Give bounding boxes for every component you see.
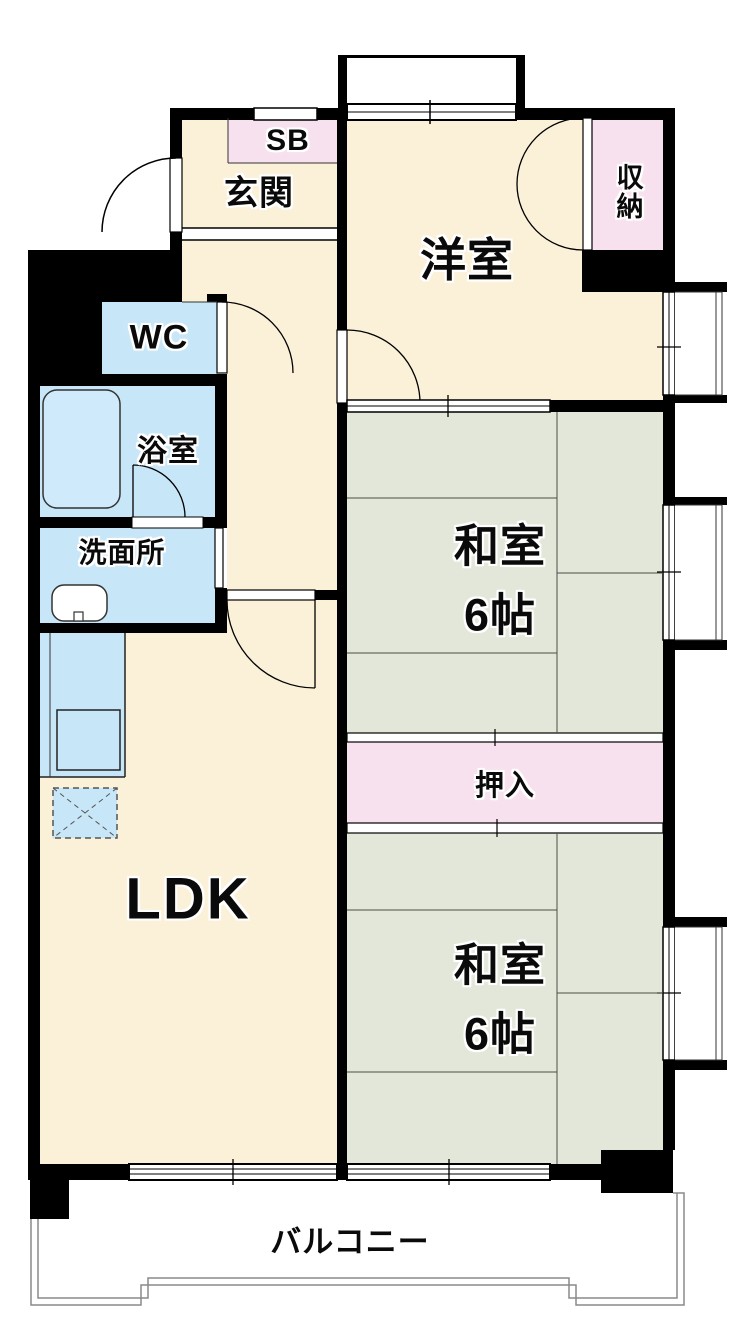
wall-right-mid2 [663,650,675,917]
label-closet: 押入 [474,770,536,802]
ledge-bay1-bottom [663,395,727,403]
wall-storage-bottom-block [582,250,675,292]
wall-wc-top-frame [207,294,227,302]
wall-bath-hall [215,386,227,517]
bay-window-right-3 [657,926,723,1061]
wall-right-lower [663,1070,675,1150]
ledge-bay2-top [663,497,727,505]
wall-left-upper [170,108,182,158]
room-wc [102,302,217,374]
wall-bottom-right [550,1164,601,1180]
wall-top-3 [516,108,675,120]
wall-bottom-mid [337,1164,347,1180]
wall-corner-bottom-left [30,1180,69,1219]
bay-window-top-interior [347,58,516,104]
wall-bay-top-left [338,55,347,108]
label-storage: 収納 [612,163,643,221]
wall-void-top [28,250,182,302]
wall-top-1 [172,108,254,120]
wall-hall-vertical-main [337,403,347,1172]
label-balcony: バルコニー [270,1224,430,1260]
bay-window-right-2 [657,504,723,641]
label-japanese-lower: 和室 [453,939,547,991]
washroom-door [214,527,224,589]
room-japanese-lower [347,833,663,1164]
wall-bay-top-right [516,55,525,108]
bay-window-right-1 [657,291,723,396]
entrance-door [101,157,183,233]
wall-corner-bottom-right [601,1150,673,1193]
label-japanese-lower-size: 6帖 [463,1008,537,1060]
label-entrance: 玄関 [224,174,294,213]
ledge-bay1-top [675,282,727,292]
label-bathroom: 浴室 [137,435,199,468]
wall-right-upper [663,118,675,250]
room-hallway [227,302,337,590]
wall-ldk-door-chunk [315,590,337,600]
wall-below-wc [102,374,227,386]
ledge-bay2-bottom [663,640,727,650]
room-hallway-upper [182,240,337,302]
label-japanese-upper-size: 6帖 [463,589,537,641]
wall-hall-vertical-upper [337,118,347,330]
wall-left-below-door [170,232,182,250]
label-washroom: 洗面所 [78,537,166,568]
room-ldk-neck [227,600,337,633]
label-ldk: LDK [125,866,251,932]
storage-area [592,118,663,250]
shoe-box-area [228,118,337,163]
wall-top-2 [317,108,347,120]
wall-right-mid1 [663,403,675,497]
label-wc: WC [129,318,189,357]
ledge-bay3-top [663,917,727,927]
wall-wash-ldk-band [28,623,227,633]
ledge-bay3-bottom [663,1060,727,1070]
kitchen-counter [40,633,125,777]
wall-wash-hall-lower [215,588,227,633]
closet-area [347,742,663,823]
label-western-room: 洋室 [420,234,514,286]
wall-bath-wash-band [28,517,227,528]
wall-western-bottom-right [550,400,663,412]
wall-bottom-left [30,1164,129,1180]
label-shoe-box: SB [266,124,310,157]
wall-void-left [28,302,102,386]
label-japanese-upper: 和室 [453,520,547,572]
wall-left-main [28,386,40,1180]
